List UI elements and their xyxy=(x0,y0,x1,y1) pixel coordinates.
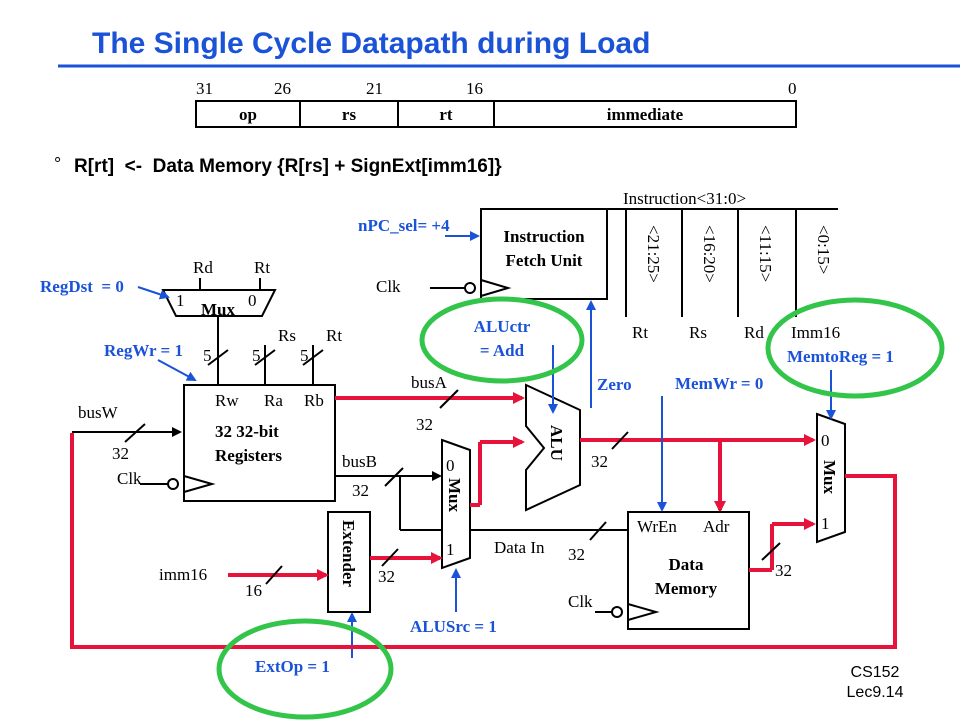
instruction-fetch-unit: Instruction Fetch Unit Clk xyxy=(376,208,608,300)
regfile-rs: Rs xyxy=(278,326,296,345)
memmux-one: 1 xyxy=(821,514,830,533)
slice-11-15: <11:15> xyxy=(756,225,775,282)
extop-label: ExtOp = 1 xyxy=(255,657,330,676)
highlight-memtoreg xyxy=(765,297,945,399)
regfile-w3: 5 xyxy=(300,346,309,365)
regfile-rt: Rt xyxy=(326,326,342,345)
memtoreg-label: MemtoReg = 1 xyxy=(787,347,894,366)
busw-width: 32 xyxy=(112,444,129,463)
regdst-label: RegDst = 0 xyxy=(40,277,124,296)
alu: ALU xyxy=(525,383,581,512)
mem-wren: WrEn xyxy=(637,517,677,536)
datain-width: 32 xyxy=(568,545,585,564)
slice-16-20: <16:20> xyxy=(700,225,719,283)
alusrc-one: 1 xyxy=(446,540,455,559)
alusrc-zero: 0 xyxy=(446,456,455,475)
ext-width: 32 xyxy=(378,567,395,586)
field-label-rs: Rs xyxy=(689,323,707,342)
highlight-aluctr xyxy=(419,296,585,384)
regdst-in-rd: Rd xyxy=(193,258,213,277)
mem-clk: Clk xyxy=(568,592,593,611)
alu-label: ALU xyxy=(547,425,566,461)
busa-label: busA xyxy=(411,373,448,392)
data-memory: WrEn Adr Data Memory Clk xyxy=(568,511,750,630)
ifu-line2: Fetch Unit xyxy=(506,251,583,270)
bit-16: 16 xyxy=(466,79,483,98)
bullet: ° xyxy=(54,154,61,174)
slice-0-15: <0:15> xyxy=(814,225,833,274)
instruction-format: 31 26 21 16 0 op rs rt immediate xyxy=(195,79,797,128)
bit-31: 31 xyxy=(196,79,213,98)
extender: Extender xyxy=(327,511,371,613)
ifu-clk: Clk xyxy=(376,277,401,296)
alusrc-label: ALUSrc = 1 xyxy=(410,617,497,636)
footer-lecture: Lec9.14 xyxy=(847,684,904,701)
regfile-clk: Clk xyxy=(117,469,142,488)
memtoreg-mux: 0 1 Mux xyxy=(816,412,846,544)
mem-out-width: 32 xyxy=(775,561,792,580)
mem-line2: Memory xyxy=(655,579,718,598)
regdst-in-rt: Rt xyxy=(254,258,270,277)
mem-line1: Data xyxy=(669,555,704,574)
field-rt: rt xyxy=(439,105,453,124)
regwr-label: RegWr = 1 xyxy=(104,341,183,360)
regfile-line1: 32 32-bit xyxy=(215,422,279,441)
datain-label: Data In xyxy=(494,538,545,557)
alusrc-mux: 0 1 Mux xyxy=(441,438,471,570)
regdst-zero: 0 xyxy=(248,291,257,310)
field-op: op xyxy=(239,105,257,124)
busb-label: busB xyxy=(342,452,377,471)
regfile-ra: Ra xyxy=(264,391,283,410)
regdst-one: 1 xyxy=(176,291,185,310)
alusrc-mux-label: Mux xyxy=(445,478,464,513)
bit-0: 0 xyxy=(788,79,797,98)
bit-21: 21 xyxy=(366,79,383,98)
writeback-path xyxy=(70,433,897,649)
zero-label: Zero xyxy=(597,375,632,394)
instruction-label: Instruction<31:0> xyxy=(623,189,746,208)
register-file: Rs Rt 5 5 5 Rw Ra Rb 32 32-bit Registers… xyxy=(117,316,342,502)
rtl-statement: R[rt] <- Data Memory {R[rs] + SignExt[im… xyxy=(74,156,502,177)
imm16-label: imm16 xyxy=(159,565,207,584)
busb-width: 32 xyxy=(352,481,369,500)
page-title: The Single Cycle Datapath during Load xyxy=(92,27,650,60)
bit-26: 26 xyxy=(274,79,291,98)
regfile-w2: 5 xyxy=(252,346,261,365)
slice-21-25: <21:25> xyxy=(644,225,663,283)
field-label-imm16: Imm16 xyxy=(791,323,840,342)
regfile-line2: Registers xyxy=(215,446,282,465)
mem-adr: Adr xyxy=(703,517,730,536)
memwr-label: MemWr = 0 xyxy=(675,374,763,393)
regdst-mux: Rd Rt 1 0 Mux xyxy=(161,258,277,319)
alu-out-width: 32 xyxy=(591,452,608,471)
field-label-rd: Rd xyxy=(744,323,764,342)
regfile-rb: Rb xyxy=(304,391,324,410)
field-label-rt: Rt xyxy=(632,323,648,342)
footer-course: CS152 xyxy=(851,664,900,681)
ifu-line1: Instruction xyxy=(503,227,585,246)
imm16-width: 16 xyxy=(245,581,262,600)
regfile-rw: Rw xyxy=(215,391,239,410)
regdst-mux-label: Mux xyxy=(201,300,236,319)
memmux-label: Mux xyxy=(820,460,839,495)
npc-sel-label: nPC_sel= +4 xyxy=(358,216,450,235)
busa-width: 32 xyxy=(416,415,433,434)
aluctr-line2: = Add xyxy=(480,341,525,360)
memmux-zero: 0 xyxy=(821,431,830,450)
regfile-w1: 5 xyxy=(203,346,212,365)
busw-label: busW xyxy=(78,403,119,422)
field-rs: rs xyxy=(342,105,357,124)
field-immediate: immediate xyxy=(607,105,684,124)
extender-label: Extender xyxy=(339,520,358,588)
aluctr-line1: ALUctr xyxy=(474,317,531,336)
highlight-extop xyxy=(216,618,394,720)
